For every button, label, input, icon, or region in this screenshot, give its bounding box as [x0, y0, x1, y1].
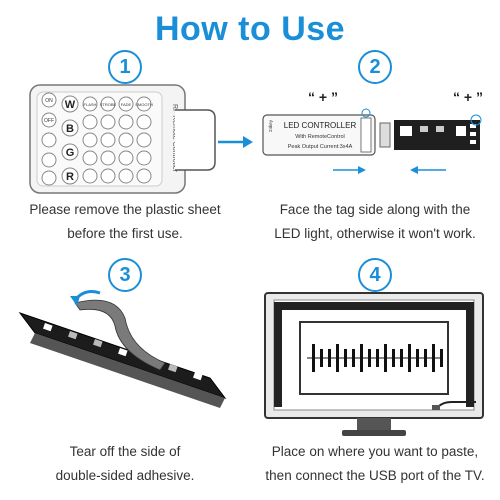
controller-left-tag: 24key: [268, 119, 273, 132]
pull-arrow-icon: [218, 136, 253, 148]
tv: [264, 292, 484, 436]
strip-chip: [68, 331, 78, 340]
remote-btn-on: ON: [45, 98, 53, 104]
remote-button: [100, 96, 116, 112]
plus-label-left: “ + ”: [308, 89, 338, 105]
controller-output: Peak Output Current:3x4A: [288, 144, 353, 150]
remote-button: [136, 114, 152, 130]
step-1-badge: 1: [108, 50, 142, 84]
remote-button: [118, 96, 134, 112]
step-2-badge: 2: [358, 50, 392, 84]
remote-btn-r: R: [66, 171, 74, 183]
step-1-caption-line-1: Please remove the plastic sheet: [29, 202, 221, 217]
strip-components: [43, 323, 203, 381]
adhesive-backing: [74, 299, 166, 371]
step-4-caption: Place on where you want to paste, then c…: [250, 440, 500, 488]
step-3-caption-line-1: Tear off the side of: [69, 444, 181, 459]
led-controller: 24key LED CONTROLLER With RemoteControl …: [262, 108, 376, 156]
step-2-caption-line-2: LED light, otherwise it won't work.: [274, 226, 476, 241]
push-arrow-left-icon: [333, 166, 366, 174]
remote-btn-off: OFF: [44, 118, 54, 124]
remote-button: [100, 168, 116, 184]
remote-btn-b: B: [66, 123, 74, 135]
usb-cable: [432, 401, 476, 410]
remote-button: [118, 150, 134, 166]
step-1-caption-line-2: before the first use.: [67, 226, 183, 241]
remote-button: [136, 150, 152, 166]
remote-button: [82, 150, 98, 166]
step-4-badge: 4: [358, 258, 392, 292]
remote-button: [82, 96, 98, 112]
plus-label-right: “ + ”: [453, 89, 483, 105]
strip-chip: [43, 323, 53, 332]
strip-chip: [168, 364, 178, 373]
remote-button: [82, 114, 98, 130]
step-2-illustration: “ + ” “ + ” 24key LED CONTROLLER With Re…: [262, 89, 483, 174]
remote-btn-strobe: STROBE: [100, 102, 117, 107]
step-4-illustration: [264, 292, 484, 436]
remote-button: [118, 132, 134, 148]
remote-button: [82, 132, 98, 148]
strip-on-tv: [274, 302, 474, 407]
plastic-sheet-tab: [175, 109, 216, 171]
strip-chip: [93, 338, 103, 348]
step-4-caption-line-2: then connect the USB port of the TV.: [265, 468, 485, 483]
push-arrow-right-icon: [410, 166, 446, 174]
remote-btn-w: W: [65, 99, 76, 111]
remote-button: [136, 96, 152, 112]
strip-chip: [193, 372, 203, 381]
remote-button: [100, 132, 116, 148]
remote-button-grid: [82, 96, 152, 184]
tv-screen-bars: [307, 344, 443, 372]
remote-btn-smooth: SMOOTH: [135, 102, 153, 107]
remote-btn-fade: FADE: [121, 102, 132, 107]
remote-button: [136, 132, 152, 148]
controller-sub: With RemoteControl: [295, 134, 345, 140]
remote-side-label: RF Remote Controller: [171, 104, 178, 173]
remote-button: [118, 168, 134, 184]
page-title: How to Use: [154, 10, 346, 48]
step-3-caption: Tear off the side of double-sided adhesi…: [0, 440, 250, 488]
step-4-caption-line-1: Place on where you want to paste,: [271, 444, 479, 459]
remote-controller: ON OFF W B G R FLASH STROBE FADE SMOOTH …: [29, 84, 186, 194]
remote-btn-g: G: [66, 147, 75, 159]
step-3-illustration: [18, 290, 227, 408]
remote-button: [100, 114, 116, 130]
peel-arrow-icon: [70, 290, 101, 306]
remote-button: [118, 114, 134, 130]
step-2-caption: Face the tag side along with the LED lig…: [250, 198, 500, 246]
remote-btn-flash: FLASH: [84, 102, 97, 107]
led-strip-end: [394, 114, 482, 150]
step-1-illustration: ON OFF W B G R FLASH STROBE FADE SMOOTH …: [29, 84, 253, 194]
step-3-caption-line-2: double-sided adhesive.: [55, 468, 195, 483]
remote-button: [100, 150, 116, 166]
remote-button: [136, 168, 152, 184]
step-3-badge: 3: [108, 258, 142, 292]
remote-button: [82, 168, 98, 184]
step-2-caption-line-1: Face the tag side along with the: [279, 202, 471, 217]
strip-chip: [118, 347, 128, 357]
step-1-caption: Please remove the plastic sheet before t…: [0, 198, 250, 246]
controller-name: LED CONTROLLER: [284, 121, 357, 130]
